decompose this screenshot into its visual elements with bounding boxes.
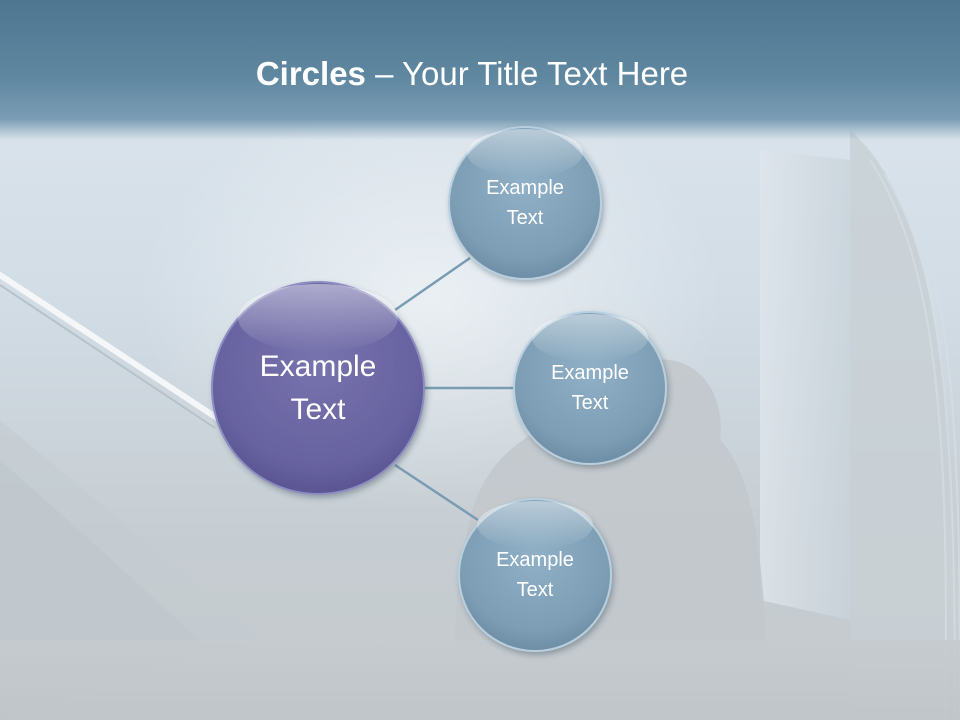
satellite-2-label: Example Text xyxy=(520,348,660,428)
satellite-1-label: Example Text xyxy=(455,163,595,243)
slide-title: Circles – Your Title Text Here xyxy=(0,52,944,96)
title-band xyxy=(0,0,960,140)
satellite-circle-3[interactable] xyxy=(458,498,612,652)
center-circle[interactable] xyxy=(211,281,425,495)
satellite-circle-1[interactable] xyxy=(448,126,602,280)
connector-1 xyxy=(394,256,471,312)
center-label-line1: Example xyxy=(259,349,377,383)
satellite-1-line1: Example xyxy=(486,177,564,199)
center-circle-label: Example Text xyxy=(218,318,418,458)
satellite-circle-2[interactable] xyxy=(513,311,667,465)
satellite-2-line2: Text xyxy=(571,392,609,414)
satellite-2-line1: Example xyxy=(551,362,629,384)
center-label-line2: Text xyxy=(290,393,346,426)
satellite-3-line1: Example xyxy=(496,549,574,571)
satellite-3-line2: Text xyxy=(516,579,554,601)
title-bold: Circles xyxy=(255,55,366,92)
satellite-1-line2: Text xyxy=(506,207,544,229)
connector-3 xyxy=(394,463,479,522)
connector-group xyxy=(394,256,515,522)
satellite-3-label: Example Text xyxy=(465,535,605,615)
title-rest: – Your Title Text Here xyxy=(365,55,689,92)
